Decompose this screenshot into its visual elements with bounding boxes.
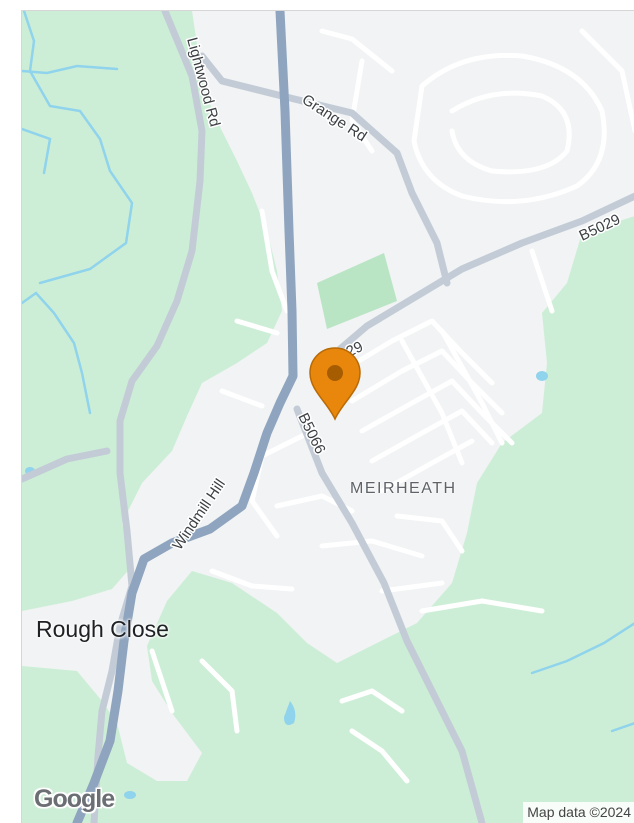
- streams: [22, 11, 634, 733]
- map-view[interactable]: Lightwood Rd Grange Rd B5029 29 B5066 Wi…: [21, 10, 634, 823]
- urban-patch-north: [327, 11, 634, 71]
- residential-streets: [149, 28, 634, 784]
- map-pin-icon[interactable]: [309, 346, 361, 422]
- secondary-roads: [22, 11, 634, 823]
- sports-field: [317, 253, 397, 329]
- place-label-rough-close: Rough Close: [36, 616, 169, 642]
- map-attribution[interactable]: Map data ©2024: [523, 802, 634, 823]
- google-logo[interactable]: Google: [34, 785, 115, 813]
- main-road: [72, 11, 298, 823]
- area-label-meirheath: MEIRHEATH: [350, 480, 457, 497]
- ponds: [25, 371, 548, 799]
